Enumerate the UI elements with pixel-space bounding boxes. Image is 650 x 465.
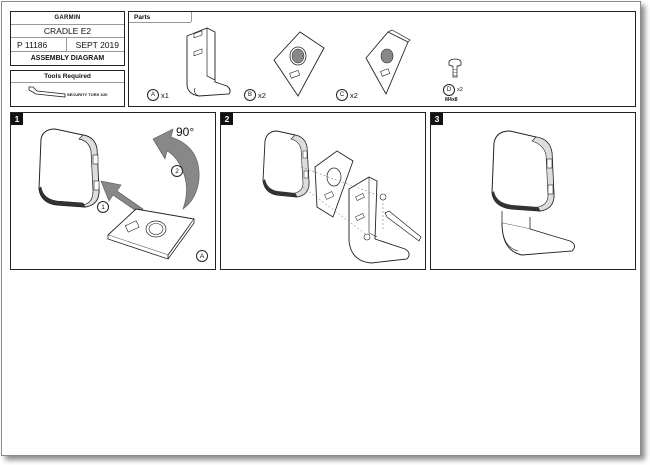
part-b-qty: x2 (258, 90, 266, 100)
rotate-arrow (152, 128, 200, 210)
part-d-label: D x2 (443, 84, 463, 96)
part-a-label: A x1 (147, 89, 169, 101)
step-2-exploded-view (262, 130, 422, 264)
tools-header: Tools Required (11, 71, 124, 83)
diagram-type: ASSEMBLY DIAGRAM (30, 55, 105, 62)
step-2-number: 2 (221, 113, 233, 125)
step-1-plate (107, 208, 195, 260)
part-a-cradle-bracket (186, 27, 231, 97)
device-illustration (38, 128, 100, 208)
step-1-panel: 1 90° 2 1 A (10, 112, 216, 270)
tool-label: SECURITY TORX X20 (67, 92, 108, 97)
step-3-assembled-view (491, 130, 575, 256)
part-a-qty: x1 (161, 90, 169, 100)
step-3-panel: 3 (430, 112, 636, 270)
part-c-label: C x2 (336, 89, 358, 101)
part-number: P 11186 (17, 40, 48, 50)
part-b-label: B x2 (244, 89, 266, 101)
title-block: GARMIN CRADLE E2 P 11186 SEPT 2019 ASSEM… (10, 11, 125, 66)
brand-name: GARMIN (11, 12, 124, 25)
step-2-panel: 2 (220, 112, 426, 270)
step-1-part-letter: A (196, 250, 208, 262)
step-3-number: 3 (431, 113, 443, 125)
part-c-clip-plate (365, 29, 411, 96)
tools-required-box: Tools Required SECURITY TORX X20 (10, 70, 125, 107)
callout-1: 1 (97, 201, 109, 213)
parts-box: Parts A x1 B x2 (128, 11, 636, 107)
part-c-letter: C (336, 89, 348, 101)
part-b-letter: B (244, 89, 256, 101)
part-number-row: P 11186 SEPT 2019 (11, 38, 124, 52)
callout-2: 2 (171, 165, 183, 177)
part-d-qty: x2 (457, 87, 463, 93)
part-d-screw-icon (448, 58, 462, 78)
part-d-spec: M4x8 (445, 97, 458, 103)
model-name: CRADLE E2 (11, 25, 124, 38)
part-a-letter: A (147, 89, 159, 101)
step-1-number: 1 (11, 113, 23, 125)
parts-header: Parts (134, 14, 151, 21)
assembly-sheet: GARMIN CRADLE E2 P 11186 SEPT 2019 ASSEM… (1, 1, 641, 456)
revision-date: SEPT 2019 (75, 40, 119, 50)
part-b-adapter-plate (273, 31, 325, 97)
part-d-letter: D (443, 84, 455, 96)
rotation-angle: 90° (176, 125, 195, 139)
part-c-qty: x2 (350, 90, 358, 100)
torx-key-icon (28, 86, 66, 98)
